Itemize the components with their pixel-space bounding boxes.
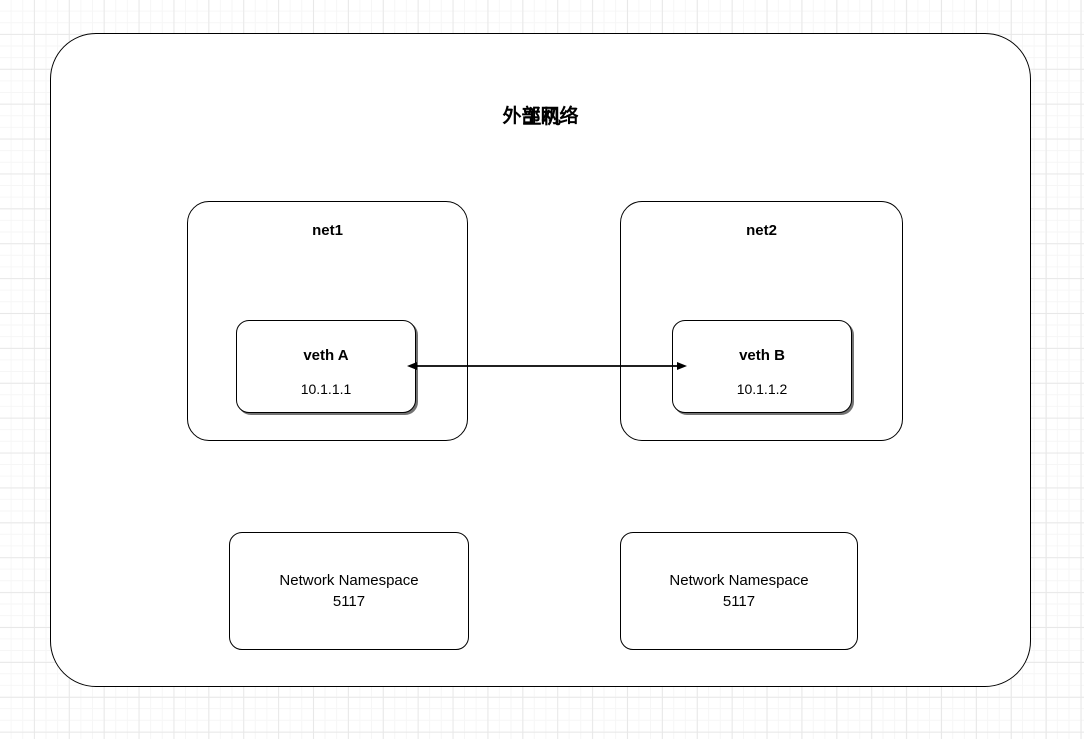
- namespace-box-net2[interactable]: Network Namespace 5117: [620, 532, 858, 650]
- veth-pair-connector-arrow[interactable]: [404, 340, 690, 394]
- veth-a-name-label: veth A: [303, 347, 349, 364]
- host-title-secondary-label: 外部网络: [502, 106, 579, 127]
- namespace-label-net1: Network Namespace 5117: [279, 571, 419, 610]
- veth-b-name-label: veth B: [739, 347, 785, 364]
- veth-a-box[interactable]: veth A 10.1.1.1: [236, 320, 416, 413]
- veth-b-box[interactable]: veth B 10.1.1.2: [672, 320, 852, 413]
- net1-label: net1: [312, 222, 343, 239]
- veth-a-ip-label: 10.1.1.1: [300, 381, 352, 397]
- namespace-label-net2: Network Namespace 5117: [669, 571, 809, 610]
- host-title-label: 主机: [522, 107, 561, 128]
- net2-label: net2: [746, 222, 777, 239]
- namespace-box-net1[interactable]: Network Namespace 5117: [229, 532, 469, 650]
- veth-b-ip-label: 10.1.1.2: [736, 381, 788, 397]
